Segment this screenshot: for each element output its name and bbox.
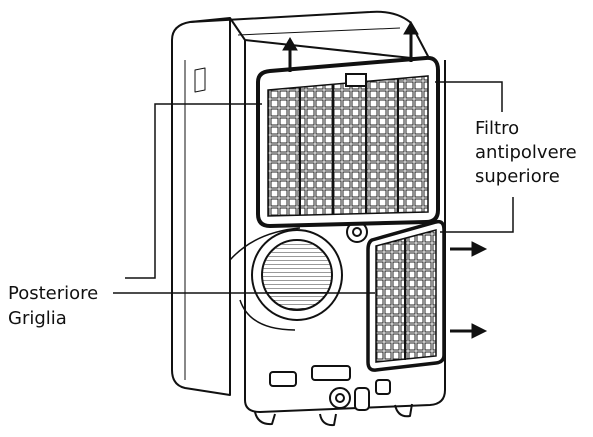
arrow-up-icon	[282, 37, 298, 72]
label-rear-grille: Posteriore Griglia	[8, 283, 98, 329]
top-filter-leader-lower	[440, 197, 514, 233]
svg-text:superiore: superiore	[475, 166, 560, 187]
leader-lines	[113, 81, 514, 294]
arrow-up-icon	[403, 21, 419, 62]
svg-text:antipolvere: antipolvere	[475, 142, 577, 163]
svg-text:Griglia: Griglia	[8, 308, 67, 329]
arrow-right-icon	[450, 323, 488, 339]
svg-text:Filtro: Filtro	[475, 118, 519, 139]
label-top-dust-filter: Filtro antipolvere superiore	[475, 118, 577, 187]
rear-grille	[366, 219, 446, 372]
top-dust-filter	[256, 55, 440, 229]
arrow-right-icon	[450, 241, 488, 257]
rear-grille-leader-upper	[125, 103, 262, 279]
top-filter-leader	[435, 81, 503, 112]
svg-text:Posteriore: Posteriore	[8, 283, 98, 304]
